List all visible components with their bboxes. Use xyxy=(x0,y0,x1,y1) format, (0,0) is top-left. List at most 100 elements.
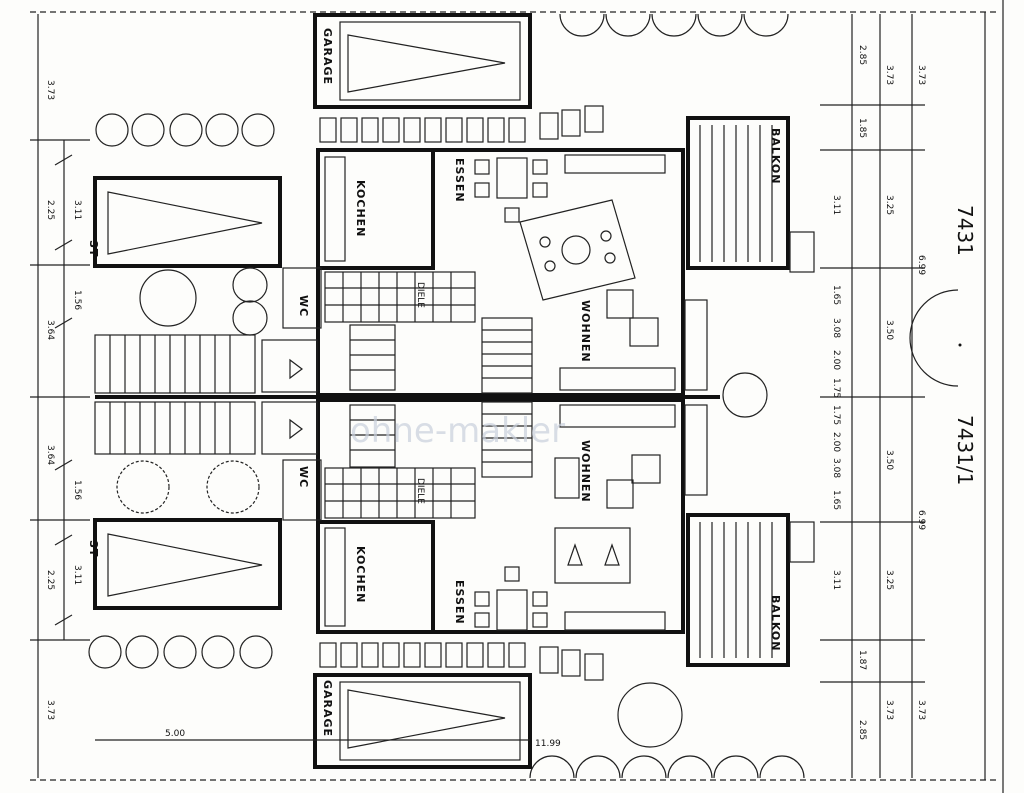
balcony-label-north: BALKON xyxy=(769,128,782,185)
dim-left-2: 3.11 xyxy=(72,200,82,220)
trees-top xyxy=(559,13,789,37)
parcel-label-north: 7431 xyxy=(953,205,977,256)
dim-right-b-5: 3.73 xyxy=(884,700,894,720)
parcel-label-south: 7431/1 xyxy=(953,415,977,485)
living-furniture-south xyxy=(554,404,708,509)
dining-table-north xyxy=(474,154,666,223)
dim-left-4: 3.64 xyxy=(45,320,55,340)
garage-label-north: GARAGE xyxy=(321,28,334,85)
garage-label-south: GARAGE xyxy=(321,680,334,737)
paver-strip-north xyxy=(319,105,604,143)
kitchen-label-north: KOCHEN xyxy=(354,180,367,237)
dim-right-a-11: 3.11 xyxy=(831,570,841,590)
dims-right-b: 3.73 3.25 3.50 3.50 3.25 3.73 xyxy=(884,65,894,720)
dim-right-a-6: 1.75 xyxy=(831,378,841,398)
dim-left-0: 3.73 xyxy=(45,80,55,100)
car-symbol-south xyxy=(347,689,506,749)
dim-left-6: 1.56 xyxy=(72,480,82,500)
hall-tiles-north xyxy=(324,271,476,323)
rug-north xyxy=(519,199,636,301)
hedge-south xyxy=(88,635,273,669)
dim-left-1: 2.25 xyxy=(45,200,55,220)
dim-right-b-0: 3.73 xyxy=(884,65,894,85)
garage-north-inner xyxy=(339,21,521,101)
dim-bottom-1: 11.99 xyxy=(535,739,561,749)
living-label-south: WOHNEN xyxy=(579,440,592,503)
dim-right-a-9: 3.08 xyxy=(831,458,841,478)
dims-right-a: 2.85 1.85 3.11 1.65 3.08 2.00 1.75 1.75 … xyxy=(831,45,867,740)
dim-right-a-5: 2.00 xyxy=(831,350,841,370)
dim-left-9: 3.73 xyxy=(45,700,55,720)
hall-label-north: DIELE xyxy=(415,282,425,308)
dim-right-a-13: 2.85 xyxy=(857,720,867,740)
tree-canopy-right xyxy=(909,289,959,387)
house-south-outline xyxy=(316,398,685,634)
carport-north xyxy=(93,176,282,268)
dim-left-7: 3.11 xyxy=(72,565,82,585)
kitchen-north xyxy=(316,148,435,270)
dim-right-c-3: 3.73 xyxy=(916,700,926,720)
car-symbol-north xyxy=(347,34,506,93)
dim-right-b-1: 3.25 xyxy=(884,195,894,215)
dim-right-a-7: 1.75 xyxy=(831,405,841,425)
dim-right-b-4: 3.25 xyxy=(884,570,894,590)
car-symbol-carport-south xyxy=(107,533,263,597)
dim-right-c-0: 3.73 xyxy=(916,65,926,85)
trees-south xyxy=(529,372,805,779)
balcony-label-south: BALKON xyxy=(769,595,782,652)
dim-right-a-3: 1.65 xyxy=(831,285,841,305)
storage-label-north: ST xyxy=(87,240,100,257)
carport-south xyxy=(93,518,282,610)
dim-left-3: 1.56 xyxy=(72,290,82,310)
dim-right-a-0: 2.85 xyxy=(857,45,867,65)
dining-table-south xyxy=(474,566,666,631)
storage-label-south: ST xyxy=(87,540,100,557)
dim-ticks-right xyxy=(820,104,925,683)
kitchen-counter-north xyxy=(324,156,346,262)
dim-right-b-2: 3.50 xyxy=(884,320,894,340)
dim-right-b-3: 3.50 xyxy=(884,450,894,470)
survey-point xyxy=(958,343,962,347)
garage-north xyxy=(313,13,532,109)
dim-right-c-1: 6.99 xyxy=(916,255,926,275)
kitchen-label-south: KOCHEN xyxy=(354,546,367,603)
dim-right-a-12: 1.87 xyxy=(857,650,867,670)
balcony-north xyxy=(686,116,815,273)
dim-right-a-10: 1.65 xyxy=(831,490,841,510)
balcony-south xyxy=(686,513,815,667)
house-north-outline xyxy=(316,148,685,397)
paver-strip-south xyxy=(319,642,604,681)
wc-label-north: WC xyxy=(297,295,310,317)
dim-left-8: 2.25 xyxy=(45,570,55,590)
living-label-north: WOHNEN xyxy=(579,300,592,363)
entry-stairs-south xyxy=(94,401,318,455)
dim-left-5: 3.64 xyxy=(45,445,55,465)
shrubs-south xyxy=(116,460,260,514)
kitchen-south xyxy=(316,520,435,634)
car-symbol-carport-north xyxy=(107,191,263,255)
hedge-north xyxy=(95,113,275,336)
hall-label-south: DIELE xyxy=(415,478,425,504)
garage-south xyxy=(313,673,532,769)
hall-tiles-south xyxy=(324,467,476,519)
garage-south-inner xyxy=(339,681,521,761)
wc-south xyxy=(282,459,322,521)
dim-right-a-2: 3.11 xyxy=(831,195,841,215)
dim-right-a-8: 2.00 xyxy=(831,432,841,452)
entry-stairs-north xyxy=(94,334,318,394)
living-furniture-north xyxy=(559,289,708,391)
wc-north xyxy=(282,267,322,329)
dining-label-north: ESSEN xyxy=(453,158,466,203)
dim-ticks-left xyxy=(30,139,90,641)
rug-south xyxy=(554,527,631,584)
dim-right-c-2: 6.99 xyxy=(916,510,926,530)
watermark: ohne-makler xyxy=(350,411,565,451)
dim-right-a-1: 1.85 xyxy=(857,118,867,138)
dining-label-south: ESSEN xyxy=(453,580,466,625)
kitchen-counter-south xyxy=(324,527,346,627)
stairs-north xyxy=(349,317,533,394)
dim-right-a-4: 3.08 xyxy=(831,318,841,338)
dims-right-c: 3.73 6.99 6.99 3.73 xyxy=(916,65,926,720)
dims-left: 3.73 2.25 3.11 1.56 3.64 3.64 1.56 3.11 … xyxy=(45,80,82,720)
